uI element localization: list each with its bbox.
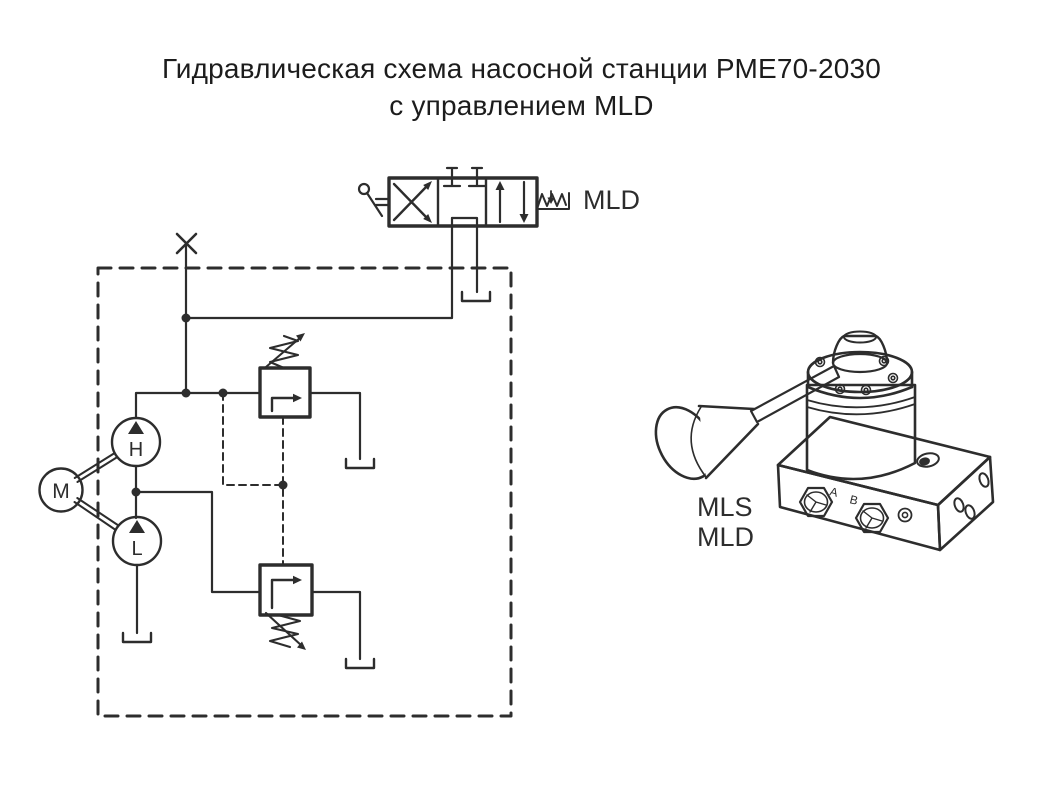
motor-symbol: M <box>38 467 84 513</box>
relief-valve-high <box>258 333 312 419</box>
tank-symbol-high-relief <box>344 457 376 470</box>
caption-mls: MLS <box>697 492 753 522</box>
top-cap <box>831 330 889 374</box>
port-b-label: B <box>848 492 859 508</box>
illustration-caption: MLS MLD <box>697 492 754 552</box>
lever-knob <box>654 404 760 481</box>
lever-rod <box>749 364 841 424</box>
flange-bolts <box>814 355 899 396</box>
port-plug-b <box>854 502 890 534</box>
hydraulic-schematic: M H L <box>38 166 640 718</box>
valve-illustration: A B <box>654 330 995 552</box>
pilot-lines <box>222 392 284 566</box>
spring-icon <box>536 190 570 210</box>
directional-valve-label: MLD <box>583 185 640 215</box>
tank-symbols <box>121 290 492 670</box>
pump-low-label: L <box>131 538 142 560</box>
caption-mld: MLD <box>697 522 754 552</box>
side-port-holes <box>953 472 990 520</box>
tank-symbol-suction <box>121 631 153 644</box>
title-line-2: с управлением MLD <box>389 90 654 121</box>
drive-shafts <box>73 452 120 531</box>
motor-label: M <box>52 480 70 503</box>
lever-icon <box>357 182 391 218</box>
pump-low-symbol: L <box>111 515 163 567</box>
station-enclosure-boundary <box>96 266 513 718</box>
relief-valve-low <box>258 563 314 650</box>
port-a-label: A <box>828 484 839 500</box>
manifold-block: A B <box>776 415 995 552</box>
top-port-hole <box>916 452 940 468</box>
pressure-lines <box>134 216 479 661</box>
tank-symbol-low-relief <box>344 657 376 670</box>
tank-symbol-valve-drain <box>460 290 492 303</box>
valve-body-cylinder <box>805 383 917 481</box>
diagram-title: Гидравлическая схема насосной станции РМ… <box>0 50 1043 124</box>
top-flange <box>806 350 914 400</box>
title-line-1: Гидравлическая схема насосной станции РМ… <box>161 53 882 84</box>
junction-dots <box>131 313 288 497</box>
port-plug-a <box>798 486 834 518</box>
pump-high-symbol: H <box>110 416 162 468</box>
pump-high-label: H <box>129 439 143 461</box>
front-screw <box>897 507 913 523</box>
directional-valve: MLD <box>357 166 640 228</box>
